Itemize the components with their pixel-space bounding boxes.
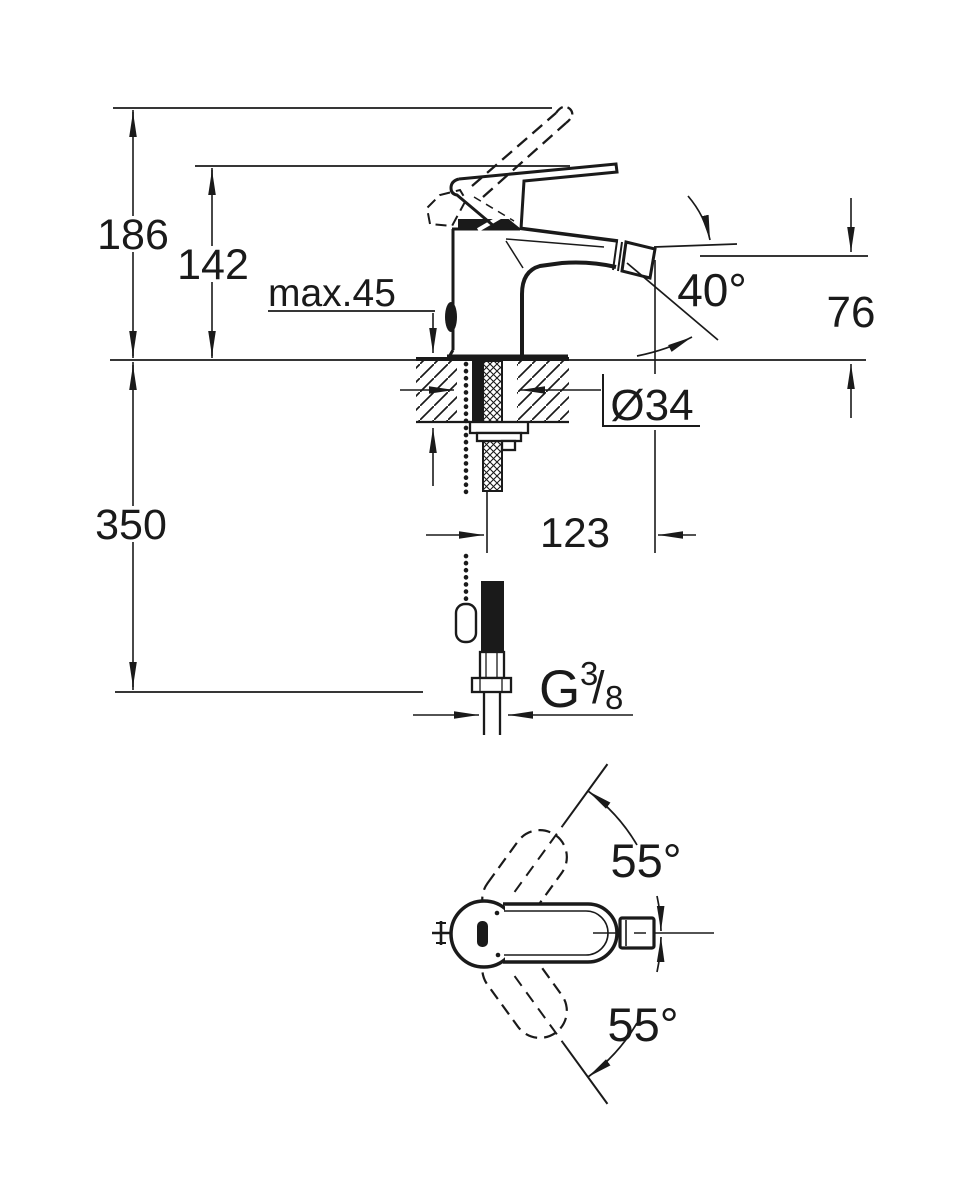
outlet-height-label: 76 bbox=[827, 288, 876, 337]
arc-inner bbox=[656, 895, 665, 932]
hex-nut bbox=[470, 676, 513, 694]
angle-leg bbox=[561, 763, 609, 827]
spout-angle-label: 40° bbox=[677, 264, 747, 316]
dim-body-height: 142 bbox=[175, 168, 252, 358]
axis-dashed bbox=[513, 825, 564, 893]
front-view: 186 142 350 max.45 bbox=[92, 105, 876, 735]
dim-spout-reach: 123 bbox=[426, 260, 696, 556]
lever-slot bbox=[477, 921, 488, 947]
axis-dashed bbox=[513, 975, 564, 1043]
thread-numerator-label: 3 bbox=[580, 655, 598, 692]
raised-lever-edge-1 bbox=[471, 112, 557, 187]
body-side-clip bbox=[445, 302, 457, 332]
thread-prefix-label: G bbox=[539, 660, 580, 719]
thread-denominator-label: 8 bbox=[605, 679, 623, 716]
swivel-lever-fill bbox=[505, 904, 617, 962]
flange-nut bbox=[475, 431, 523, 443]
dim-max-mounting-thickness: max.45 bbox=[268, 272, 437, 486]
angle-arc-upper bbox=[687, 195, 711, 241]
raised-lever-edge-2 bbox=[482, 122, 567, 198]
body-height-label: 142 bbox=[177, 241, 249, 289]
arc-outer bbox=[587, 1022, 638, 1078]
spout-top-edge bbox=[517, 226, 619, 243]
spout-accent-line bbox=[505, 240, 524, 269]
spout-reach-label: 123 bbox=[540, 509, 610, 556]
hose-length-label: 350 bbox=[95, 501, 167, 549]
arc-inner bbox=[656, 936, 665, 973]
dim-total-height: 186 bbox=[94, 110, 172, 358]
label-mask bbox=[92, 506, 171, 542]
faucet-lever bbox=[449, 162, 619, 230]
total-height-label: 186 bbox=[97, 211, 169, 259]
supply-assembly bbox=[454, 553, 513, 735]
counter-hatch-right bbox=[517, 361, 569, 421]
thread-slash-label: / bbox=[592, 662, 605, 713]
spout-inner-line bbox=[505, 238, 605, 248]
label-leader bbox=[602, 374, 700, 427]
aerator bbox=[620, 240, 657, 280]
label-mask bbox=[175, 246, 252, 282]
hose-connector bbox=[478, 650, 506, 680]
flange-plate bbox=[468, 420, 530, 435]
swivel-faucet bbox=[432, 899, 714, 969]
top-view: 55° 55° bbox=[432, 763, 714, 1105]
angle-arc-lower bbox=[636, 336, 693, 357]
angle-leg bbox=[561, 1041, 609, 1105]
dim-hole-diameter: Ø34 bbox=[400, 374, 700, 430]
faucet-body bbox=[445, 214, 657, 360]
lever-knob bbox=[449, 177, 496, 229]
arc-outer bbox=[587, 790, 638, 846]
dim-outlet-height: 76 bbox=[827, 198, 876, 418]
dim-spout-angle: 40° bbox=[626, 195, 747, 357]
dim-thread: G 3 / 8 bbox=[413, 655, 633, 719]
flange-tab bbox=[500, 439, 517, 452]
hole-shadow bbox=[472, 361, 482, 422]
hole-diameter-label: Ø34 bbox=[610, 381, 693, 430]
aerator-ring-2 bbox=[617, 241, 623, 272]
mounting-flange bbox=[468, 420, 530, 452]
chain-plug bbox=[454, 602, 478, 644]
spout-underside bbox=[520, 260, 617, 357]
angle-leg-horizontal bbox=[653, 243, 738, 248]
lever-hidden-line bbox=[473, 196, 515, 222]
angle-leg-flow bbox=[626, 262, 719, 341]
raised-lever-dashed bbox=[425, 105, 574, 228]
label-mask bbox=[94, 216, 172, 252]
swivel-lower-label: 55° bbox=[607, 998, 678, 1051]
screw-dot-bottom bbox=[495, 952, 501, 958]
dim-hose-length: 350 bbox=[92, 362, 171, 690]
screw-dot-top bbox=[494, 910, 500, 916]
raised-lever-tip bbox=[555, 105, 574, 124]
counter-hatch-left bbox=[416, 361, 457, 421]
max-thickness-label: max.45 bbox=[268, 272, 396, 315]
aerator-ring-1 bbox=[612, 240, 618, 271]
pop-up-knob-mark bbox=[432, 921, 450, 945]
swivel-upper-label: 55° bbox=[610, 834, 681, 887]
dim-swivel-upper: 55° bbox=[587, 790, 682, 932]
dim-swivel-lower: 55° bbox=[587, 936, 679, 1078]
raised-lever-body bbox=[425, 188, 468, 228]
lever-blade bbox=[458, 162, 619, 230]
supply-hose bbox=[481, 581, 504, 652]
